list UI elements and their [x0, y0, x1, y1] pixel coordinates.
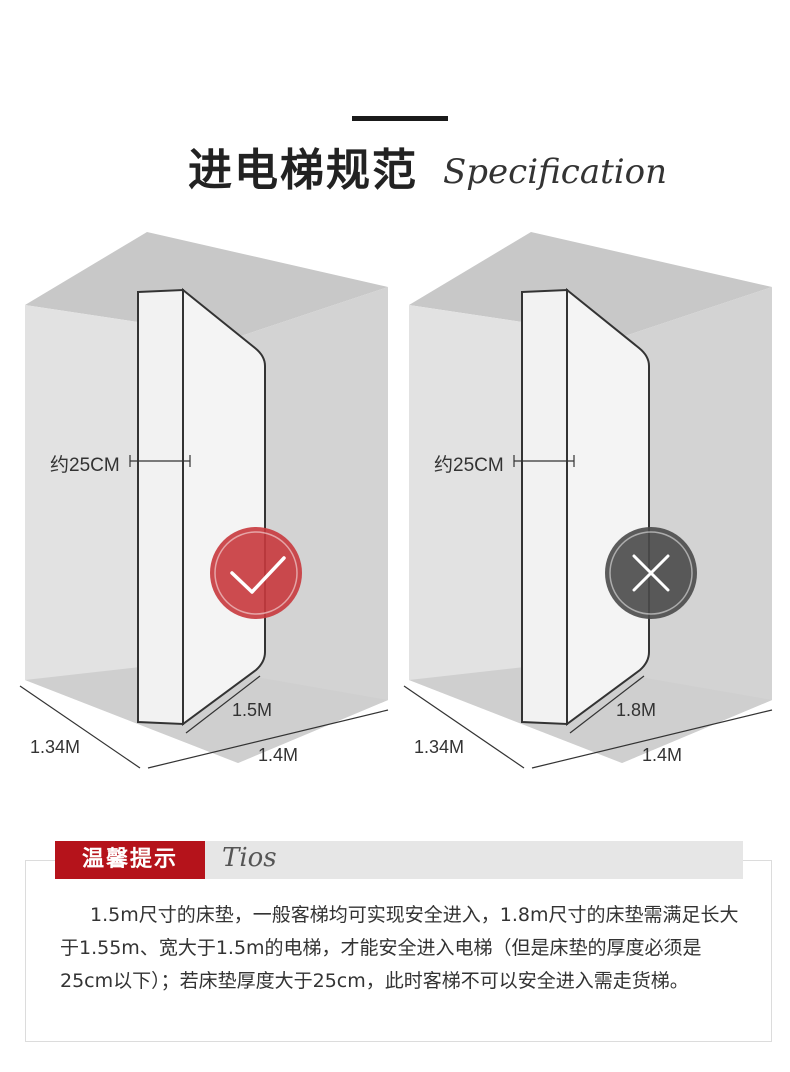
tips-body: 1.5m尺寸的床垫，一般客梯均可实现安全进入，1.8m尺寸的床垫需满足长大于1.… — [60, 904, 739, 992]
page-title: 进电梯规范 — [188, 145, 418, 196]
tips-heading-script: Tios — [222, 843, 277, 873]
thickness-label: 约25CM — [50, 455, 120, 476]
title-accent-bar — [352, 116, 448, 121]
width-label: 1.4M — [642, 745, 683, 765]
elevator-illustration-2 — [403, 232, 773, 769]
elevator-panel-2: 约25CM 1.8M 1.34M 1.4M — [403, 230, 779, 790]
elevator-illustration-1 — [19, 232, 389, 769]
page-subtitle: Specification — [443, 152, 667, 192]
depth-label: 1.34M — [414, 737, 465, 757]
cross-icon — [605, 527, 697, 619]
elevator-panel-1: 约25CM 1.5M 1.34M 1.4M — [19, 230, 395, 790]
check-icon — [210, 527, 302, 619]
tips-frame-edge — [25, 860, 55, 861]
tips-box — [25, 860, 772, 1042]
tips-heading: 温馨提示 — [55, 841, 205, 879]
thickness-label: 约25CM — [434, 455, 504, 476]
tips-frame-edge — [742, 860, 772, 861]
width-label: 1.4M — [258, 745, 299, 765]
mattress-width-label: 1.8M — [616, 700, 657, 720]
mattress-width-label: 1.5M — [232, 700, 273, 720]
depth-label: 1.34M — [30, 737, 81, 757]
